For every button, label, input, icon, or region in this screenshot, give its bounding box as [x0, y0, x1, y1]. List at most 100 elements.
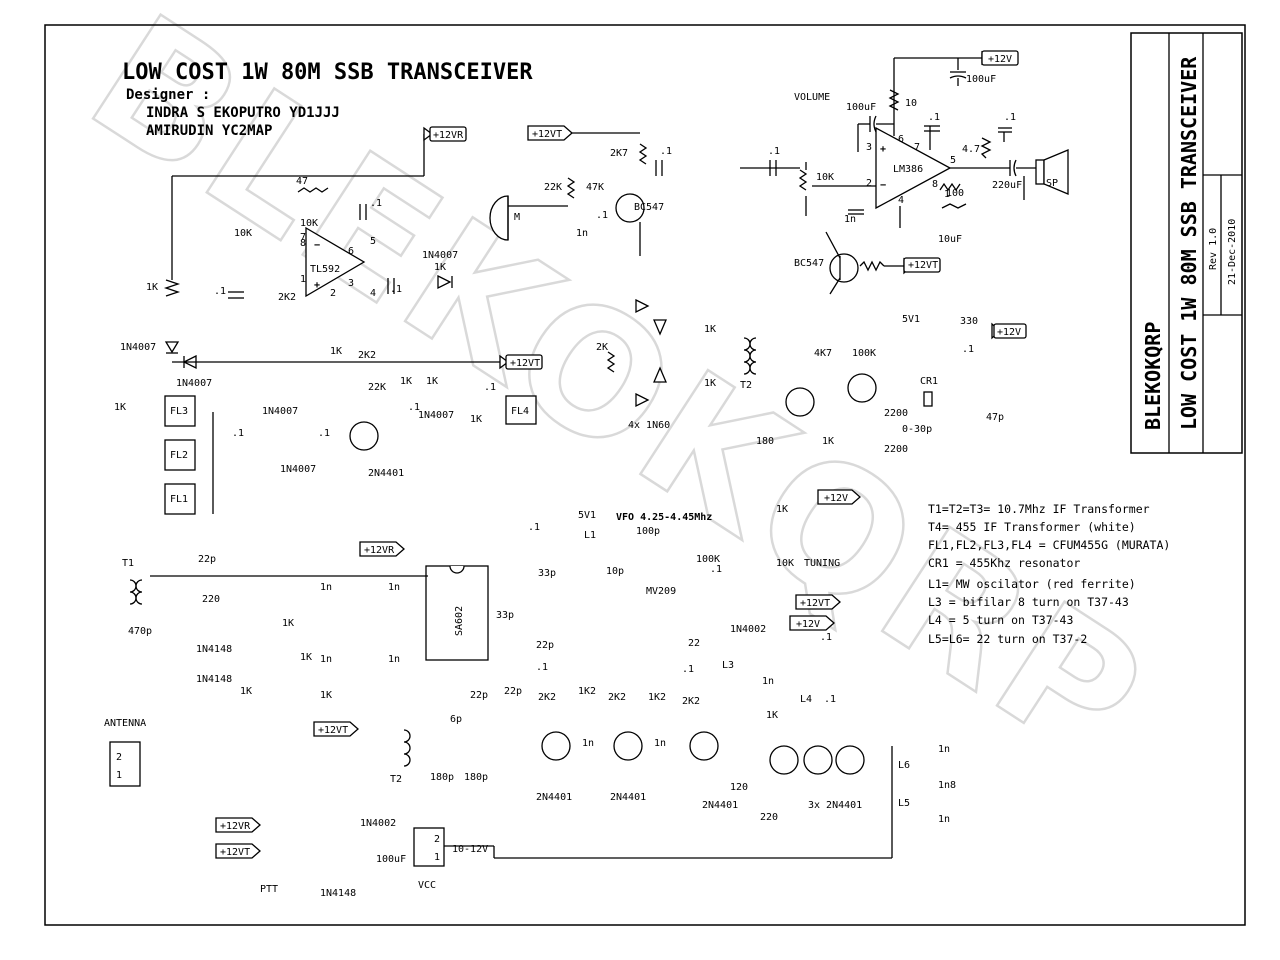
svg-text:.1: .1 — [390, 284, 402, 295]
svg-text:.1: .1 — [484, 382, 496, 393]
svg-text:1: 1 — [300, 274, 306, 285]
svg-text:4x 1N60: 4x 1N60 — [628, 420, 670, 431]
rail-tag-12vt-ptt — [215, 843, 261, 859]
rf-input: T1 22p 220 470p 1N4148 1N4148 ANTENNA 2 … — [104, 554, 428, 787]
svg-text:2N4401: 2N4401 — [368, 468, 404, 479]
svg-text:+12V: +12V — [988, 54, 1012, 65]
svg-text:FL4: FL4 — [511, 406, 529, 417]
note-line: CR1 = 455Khz resonator — [928, 556, 1080, 570]
svg-text:.1: .1 — [536, 662, 548, 673]
tx-driver-transistor-2 — [613, 731, 643, 761]
svg-text:47: 47 — [296, 176, 308, 187]
svg-text:L1: L1 — [584, 530, 596, 541]
svg-text:T2: T2 — [740, 380, 752, 391]
svg-text:7: 7 — [914, 142, 920, 153]
svg-text:1K: 1K — [426, 376, 438, 387]
speaker-label: SP — [1046, 178, 1058, 189]
svg-text:+12VT: +12VT — [318, 725, 348, 736]
svg-text:5V1: 5V1 — [902, 314, 920, 325]
svg-text:2K2: 2K2 — [608, 692, 626, 703]
svg-text:−: − — [314, 240, 320, 251]
svg-text:180p: 180p — [464, 772, 488, 783]
note-line: FL1,FL2,FL3,FL4 = CFUM455G (MURATA) — [928, 538, 1170, 552]
svg-text:2N4401: 2N4401 — [536, 792, 572, 803]
tuning-label: TUNING — [804, 558, 840, 569]
schematic-title: LOW COST 1W 80M SSB TRANSCEIVER — [122, 60, 533, 85]
svg-text:6: 6 — [898, 134, 904, 145]
microphone-label: M — [514, 212, 520, 223]
svg-text:+12VT: +12VT — [908, 260, 938, 271]
svg-text:1N4002: 1N4002 — [730, 624, 766, 635]
svg-text:2: 2 — [116, 752, 122, 763]
title-block-brand: BLEKOKQRP — [1141, 322, 1165, 430]
antenna-connector — [109, 741, 141, 787]
svg-text:1N4007: 1N4007 — [262, 406, 298, 417]
svg-text:1n: 1n — [654, 738, 666, 749]
svg-text:10K: 10K — [776, 558, 794, 569]
svg-text:1n: 1n — [388, 582, 400, 593]
n2n4401-transistor — [349, 421, 379, 451]
svg-text:FL3: FL3 — [170, 406, 188, 417]
svg-text:100p: 100p — [636, 526, 660, 537]
svg-text:8: 8 — [300, 238, 306, 249]
rail-tag-12vt-rx — [499, 354, 510, 370]
svg-text:2: 2 — [330, 288, 336, 299]
svg-text:1n: 1n — [938, 744, 950, 755]
svg-text:+12VR: +12VR — [220, 821, 251, 832]
designer-heading: Designer : — [126, 87, 210, 103]
note-line: L3 = bifilar 8 turn on T37-43 — [928, 595, 1129, 609]
component-notes: T1=T2=T3= 10.7Mhz IF Transformer T4= 455… — [928, 502, 1170, 646]
svg-text:2K: 2K — [596, 342, 608, 353]
svg-text:180: 180 — [756, 436, 774, 447]
svg-text:1K: 1K — [146, 282, 158, 293]
svg-text:2: 2 — [866, 178, 872, 189]
svg-text:1n: 1n — [320, 582, 332, 593]
svg-text:1K: 1K — [704, 378, 716, 389]
bfo-transistor-1 — [785, 387, 815, 417]
svg-text:1K: 1K — [822, 436, 834, 447]
svg-text:33p: 33p — [538, 568, 556, 579]
svg-text:.1: .1 — [768, 146, 780, 157]
svg-text:1N4007: 1N4007 — [120, 342, 156, 353]
svg-text:1K: 1K — [766, 710, 778, 721]
svg-text:BC547: BC547 — [794, 258, 824, 269]
drawing-border — [44, 24, 1246, 926]
svg-text:1: 1 — [434, 852, 440, 863]
svg-text:.1: .1 — [318, 428, 330, 439]
svg-text:2K7: 2K7 — [610, 148, 628, 159]
svg-text:2K2: 2K2 — [538, 692, 556, 703]
fl4-filter — [505, 395, 537, 425]
svg-text:10: 10 — [905, 98, 917, 109]
microphone-preamp: M +12VT 22K 47K 2K7 .1 BC547 1n .1 — [489, 125, 672, 256]
svg-text:1K: 1K — [114, 402, 126, 413]
svg-text:+12VT: +12VT — [532, 129, 562, 140]
svg-text:.1: .1 — [682, 664, 694, 675]
volume-label: VOLUME — [794, 92, 830, 103]
svg-text:.1: .1 — [370, 198, 382, 209]
vfo-label: VFO 4.25-4.45Mhz — [616, 512, 712, 523]
svg-text:+12VR: +12VR — [433, 130, 464, 141]
svg-text:1N4007: 1N4007 — [176, 378, 212, 389]
svg-text:MV209: MV209 — [646, 586, 676, 597]
ceramic-filter-chain: 1K 1N4007 1N4007 1K FL3 FL2 FL1 1K 2K2 +… — [114, 176, 543, 515]
svg-text:.1: .1 — [660, 146, 672, 157]
svg-text:+12VT: +12VT — [510, 358, 540, 369]
power-ptt: +12VR +12VT 1N4002 100uF 2 1 10-12V VCC … — [215, 817, 892, 899]
svg-text:470p: 470p — [128, 626, 152, 637]
svg-text:+12V: +12V — [997, 327, 1021, 338]
svg-text:220uF: 220uF — [992, 180, 1022, 191]
lm386-ic — [875, 126, 952, 210]
rail-tag-12v-tx — [789, 615, 835, 631]
lm386-label: LM386 — [893, 164, 923, 175]
svg-text:1K: 1K — [704, 324, 716, 335]
svg-text:3x 2N4401: 3x 2N4401 — [808, 800, 862, 811]
svg-text:10K: 10K — [234, 228, 252, 239]
svg-text:L4: L4 — [800, 694, 812, 705]
svg-text:220: 220 — [202, 594, 220, 605]
svg-text:BC547: BC547 — [634, 202, 664, 213]
note-line: T4= 455 IF Transformer (white) — [928, 520, 1136, 534]
svg-text:2K2: 2K2 — [358, 350, 376, 361]
svg-text:1K: 1K — [282, 618, 294, 629]
svg-text:.1: .1 — [962, 344, 974, 355]
rail-tag-12vr-ptt — [215, 817, 261, 833]
